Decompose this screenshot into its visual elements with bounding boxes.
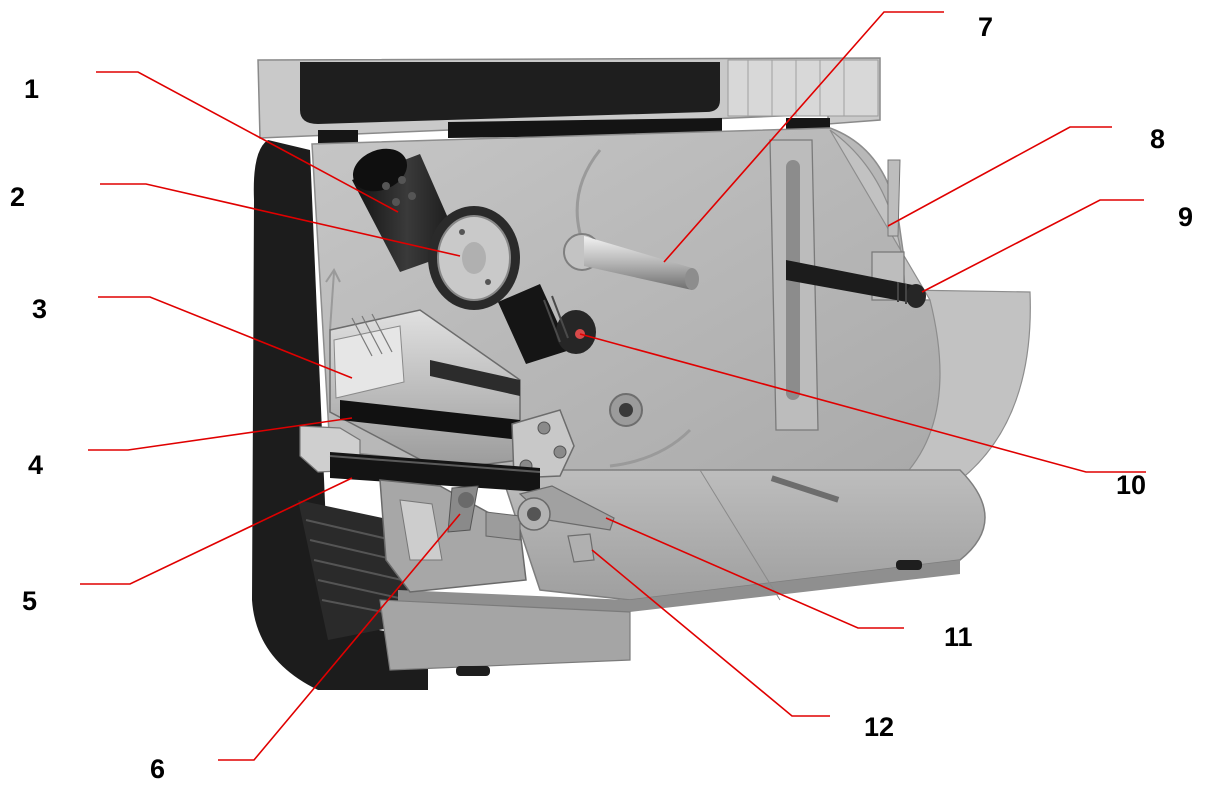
callout-numbers: 1 2 3 4 5 6 7 8 9 10 11 12 <box>10 12 1193 784</box>
callout-12: 12 <box>864 712 894 742</box>
leader-line-8 <box>887 126 1112 227</box>
callout-7: 7 <box>978 12 993 42</box>
callout-2: 2 <box>10 182 25 212</box>
leader-line-3 <box>98 296 353 379</box>
leader-line-1 <box>96 71 399 213</box>
tray-slot <box>770 475 840 503</box>
base-plate <box>379 599 631 671</box>
leader-line-2 <box>100 183 461 257</box>
callout-5: 5 <box>22 586 37 616</box>
callout-8: 8 <box>1150 124 1165 154</box>
media-arrow <box>329 271 335 331</box>
callout-10: 10 <box>1116 470 1146 500</box>
callout-11: 11 <box>944 622 973 652</box>
top-cover-window <box>300 62 720 124</box>
callout-3: 3 <box>32 294 47 324</box>
leader-line-12 <box>591 549 830 717</box>
media-guide <box>567 533 595 563</box>
leader-line-11 <box>605 517 904 629</box>
media-guide-bar <box>517 485 615 531</box>
leader-line-6 <box>218 513 461 761</box>
leader-line-9 <box>921 199 1144 293</box>
leader-line-4 <box>88 417 353 451</box>
foot-right <box>896 560 922 570</box>
left-housing <box>252 140 428 690</box>
leader-lines <box>80 11 1146 761</box>
ribbon-rewind-spindle <box>352 148 520 310</box>
callout-9: 9 <box>1178 202 1193 232</box>
leader-line-5 <box>80 477 353 585</box>
callout-6: 6 <box>150 754 165 784</box>
top-cover-ribs <box>727 59 879 117</box>
callout-4: 4 <box>28 450 43 480</box>
ribbon-supply-knob <box>498 284 596 364</box>
foot-left <box>456 666 490 676</box>
media-holder-bar <box>786 260 926 308</box>
callout-1: 1 <box>24 74 39 104</box>
panel-arrow-lower <box>609 428 692 468</box>
platen-roller <box>299 425 541 492</box>
print-head-assembly <box>329 309 575 479</box>
damper-assembly <box>379 479 527 593</box>
leader-line-10 <box>579 333 1146 473</box>
leader-line-7 <box>663 11 944 263</box>
tray-front-lip <box>398 560 960 612</box>
label-supply-spindle <box>563 233 699 290</box>
